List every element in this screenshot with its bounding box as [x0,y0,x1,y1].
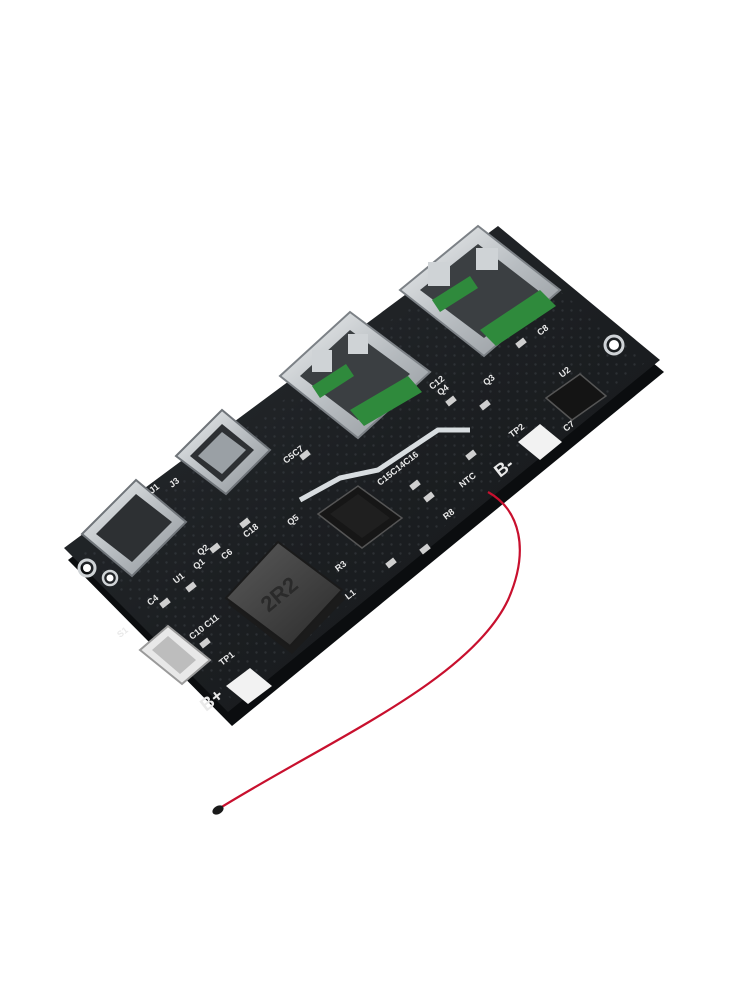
power-trace [298,427,470,503]
ntc-wire [219,491,521,809]
label-j3: J3 [167,476,181,490]
usb-a-port-middle [278,310,432,440]
inductor-l1: 2R2 [224,540,346,654]
usb-a-port-right [398,224,562,358]
micro-usb-port [80,478,188,578]
switch-s1 [138,624,212,686]
via-field [80,240,646,700]
ic-u2 [544,373,608,421]
test-pads [226,424,562,704]
label-s1: S1 [115,625,130,640]
label-j1: J1 [147,482,161,496]
smd-components [159,337,527,649]
mounting-holes [77,334,625,587]
main-ic-chip [316,485,404,549]
usb-c-port [174,408,272,496]
ntc-thermistor-bead [212,805,224,815]
